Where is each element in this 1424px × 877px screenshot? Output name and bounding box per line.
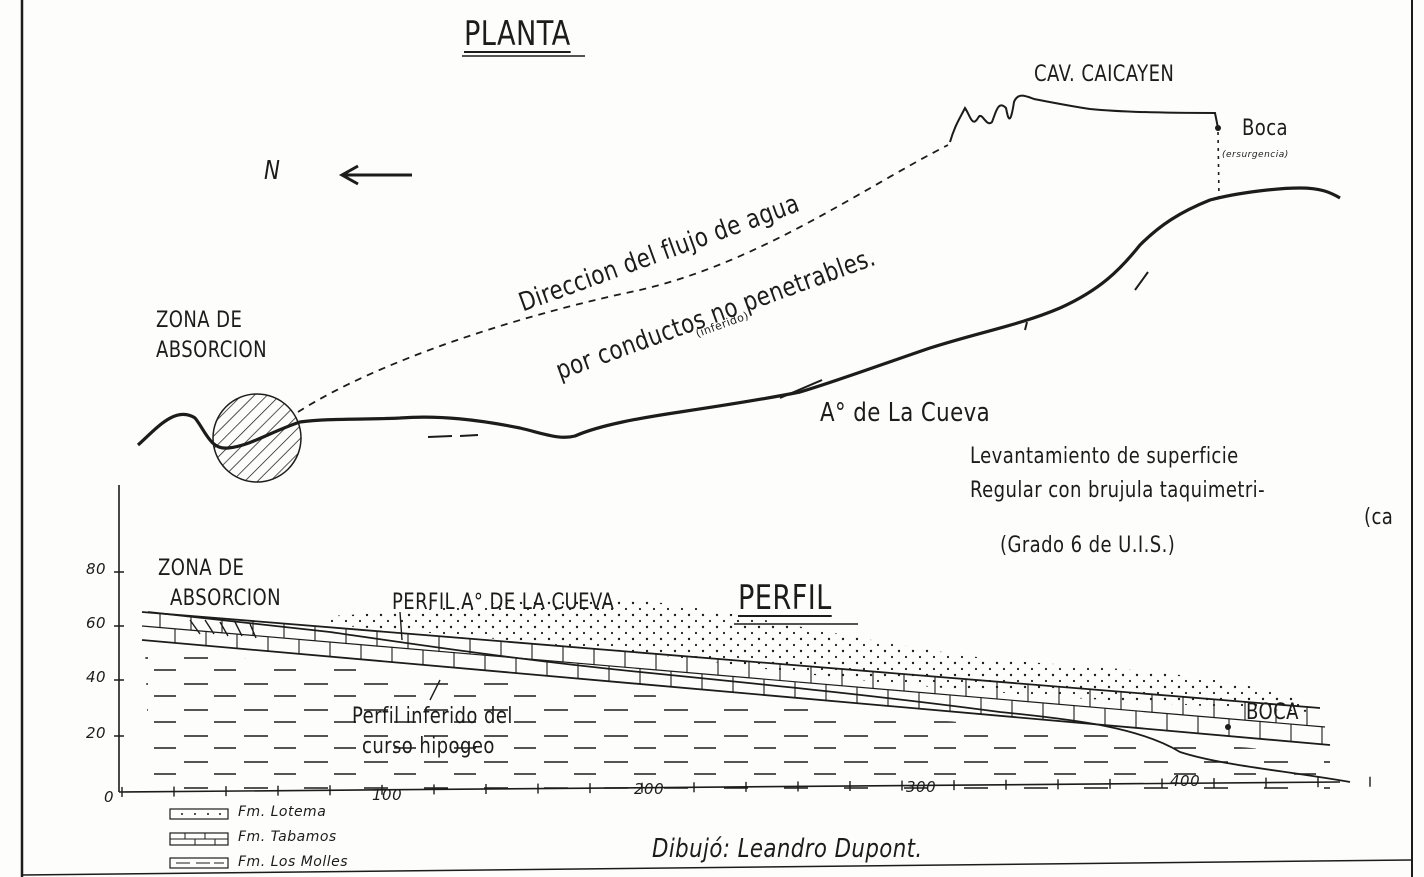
legend-swatch-los-molles <box>169 857 229 869</box>
north-arrow-icon <box>338 164 412 186</box>
inferred-label-line2: curso hipogeo <box>362 734 495 759</box>
inferred-leader <box>429 679 441 701</box>
stream-name-label: A° de La Cueva <box>820 398 991 428</box>
profile-absorption-line1: ZONA DE <box>158 556 245 581</box>
stream-side-stroke-1 <box>1134 271 1149 291</box>
profile-leader <box>399 611 403 641</box>
y-tick-label: 80 <box>86 560 107 578</box>
profile-absorption-line2: ABSORCION <box>170 586 281 611</box>
absorption-hatch-marks <box>189 619 257 639</box>
x-tick-label: 400 <box>1170 772 1201 790</box>
survey-line2: Regular con brujula taquimetri- <box>970 478 1266 503</box>
x-tick-label: 200 <box>634 780 665 798</box>
plan-absorption-line1: ZONA DE <box>156 308 243 333</box>
legend-label-los-molles: Fm. Los Molles <box>238 854 349 870</box>
stream-side-stroke-2 <box>779 379 823 399</box>
inferred-label-line1: Perfil inferido del <box>352 704 513 729</box>
x-tick-label: 100 <box>372 786 403 804</box>
profile-entrance-dot <box>1225 724 1231 730</box>
y-tick-label: 60 <box>86 614 107 632</box>
plan-absorption-line2: ABSORCION <box>156 338 267 363</box>
legend-swatch-lotema <box>169 808 229 820</box>
legend-swatch-tabamos <box>169 832 229 846</box>
drawing-credit: Dibujó: Leandro Dupont. <box>652 834 923 864</box>
fm-tabamos-band <box>141 611 1331 746</box>
stream-profile-line <box>147 611 1351 783</box>
cave-outline <box>949 94 1219 143</box>
plan-entrance-note: (ersurgencia) <box>1222 150 1289 160</box>
legend-label-lotema: Fm. Lotema <box>238 804 327 820</box>
legend-label-tabamos: Fm. Tabamos <box>238 829 337 845</box>
plan-title: PLANTA <box>464 14 571 54</box>
survey-line1: Levantamiento de superficie <box>970 444 1239 469</box>
fm-lotema-area <box>330 599 1310 712</box>
north-label: N <box>264 156 281 186</box>
stream-dash-marks <box>427 434 479 438</box>
survey-line3: (ca <box>1364 505 1394 530</box>
stream-side-stroke-3 <box>1024 321 1028 331</box>
y-tick-label: 20 <box>86 724 107 742</box>
stream-profile-label: PERFIL A° DE LA CUEVA <box>392 590 615 615</box>
y-tick-label: 0 <box>104 788 115 806</box>
profile-entrance-label: BOCA <box>1246 700 1299 725</box>
entrance-link <box>1217 131 1220 199</box>
cave-name: CAV. CAICAYEN <box>1034 62 1175 87</box>
profile-title: PERFIL <box>738 578 832 618</box>
x-tick-label: 300 <box>906 778 937 796</box>
survey-grade: (Grado 6 de U.I.S.) <box>1000 533 1176 558</box>
fm-los-molles-area <box>145 650 1330 790</box>
inferred-flow-path <box>297 144 949 413</box>
plan-entrance-label: Boca <box>1242 116 1289 141</box>
y-tick-label: 40 <box>86 668 107 686</box>
entrance-dot <box>1215 125 1221 131</box>
absorption-zone-circle <box>212 393 302 483</box>
frame-bottom <box>21 859 1413 876</box>
